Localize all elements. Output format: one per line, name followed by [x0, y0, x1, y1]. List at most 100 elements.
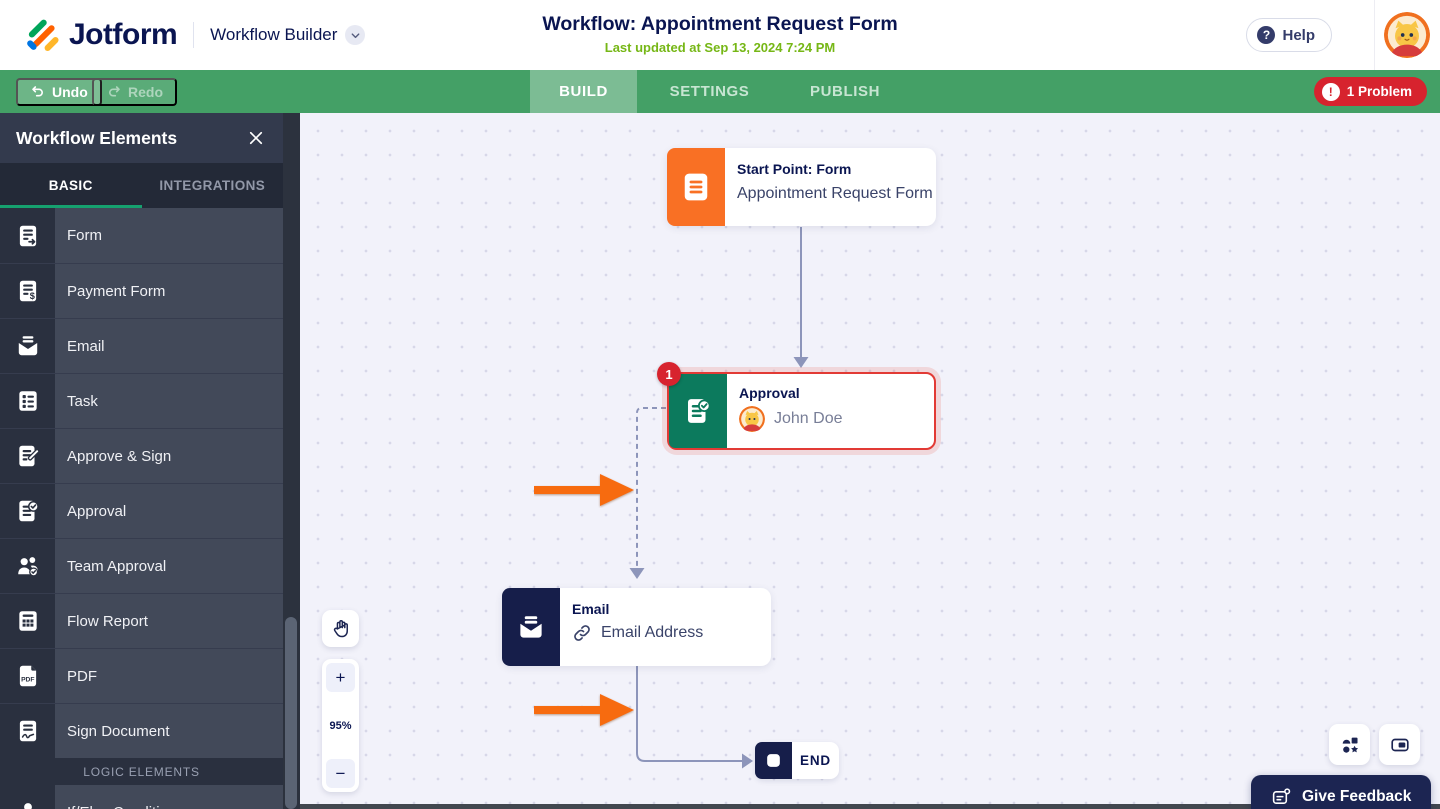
close-icon[interactable] [247, 129, 265, 147]
node-subtitle: Appointment Request Form [737, 185, 933, 202]
logic-elements-header: LOGIC ELEMENTS [0, 758, 283, 785]
page-title: Workflow: Appointment Request Form [542, 13, 898, 35]
product-switcher-label[interactable]: Workflow Builder [210, 25, 338, 44]
sidebar-item-sign-document[interactable]: Sign Document [0, 703, 283, 758]
sidebar-item-label: Email [67, 337, 105, 355]
sign-document-icon [0, 704, 55, 758]
sidebar-item-form[interactable]: Form [0, 208, 283, 263]
workflow-elements-panel: Workflow Elements BASIC INTEGRATIONS For… [0, 113, 300, 809]
sidebar-header: Workflow Elements [0, 113, 283, 163]
action-toolbar: Undo Redo BUILD SETTINGS PUBLISH ! 1 Pro… [0, 70, 1440, 113]
help-label: Help [1282, 26, 1315, 44]
sidebar-item-label: Approval [67, 502, 127, 520]
flow-connectors [629, 227, 809, 769]
undo-label: Undo [52, 84, 88, 100]
node-title: Email [572, 601, 610, 617]
logo-group[interactable]: Jotform Workflow Builder [24, 0, 366, 70]
zoom-out-button[interactable]: − [326, 759, 355, 788]
team-approval-icon [0, 539, 55, 593]
tab-settings[interactable]: SETTINGS [669, 83, 750, 100]
node-start-form[interactable]: Start Point: Form Appointment Request Fo… [667, 148, 936, 226]
sidebar-item-team-approval[interactable]: Team Approval [0, 538, 283, 593]
sidebar-item-label: If/Else Condition [67, 804, 176, 809]
form-node-icon [667, 148, 725, 226]
undo-button[interactable]: Undo [16, 78, 102, 106]
sidebar-item-label: Team Approval [67, 557, 167, 575]
sidebar-item-label: Approve & Sign [67, 447, 172, 465]
header-divider [1374, 0, 1375, 70]
logo-wordmark: Jotform [69, 18, 178, 51]
sidebar-item-flow-report[interactable]: Flow Report [0, 593, 283, 648]
header-divider [193, 22, 195, 48]
email-icon [0, 319, 55, 373]
node-email[interactable]: Email Email Address [502, 588, 771, 666]
chevron-down-icon[interactable] [345, 25, 366, 45]
tab-publish[interactable]: PUBLISH [809, 83, 881, 100]
app-header: Jotform Workflow Builder Workflow: Appoi… [0, 0, 1440, 70]
payment-form-icon: $ [0, 264, 55, 318]
sidebar-item-payment-form[interactable]: $ Payment Form [0, 263, 283, 318]
node-approval[interactable]: 1 Approval John Doe [657, 362, 936, 450]
sidebar-item-pdf[interactable]: PDF PDF [0, 648, 283, 703]
user-avatar[interactable] [1384, 12, 1430, 58]
question-mark-icon: ? [1257, 26, 1276, 44]
zoom-controls: + 95% − [322, 659, 359, 792]
workflow-canvas[interactable]: Start Point: Form Appointment Request Fo… [300, 113, 1440, 809]
linked-field: Email Address [601, 624, 704, 641]
sidebar-item-task[interactable]: Task [0, 373, 283, 428]
header-title-block: Workflow: Appointment Request Form Last … [542, 13, 897, 55]
sidebar-item-if-else-condition[interactable]: If/Else Condition [0, 785, 283, 809]
error-count-badge[interactable]: 1 [657, 362, 681, 386]
sidebar-scrollbar-track[interactable] [283, 113, 300, 809]
sidebar-item-label: PDF [67, 667, 97, 685]
svg-text:PDF: PDF [21, 676, 34, 683]
pdf-icon: PDF [0, 649, 55, 703]
approval-node-icon [669, 374, 727, 448]
minimap-toggle-button[interactable] [1379, 724, 1420, 765]
sidebar-item-label: Payment Form [67, 282, 166, 300]
sidebar-item-approval[interactable]: Approval [0, 483, 283, 538]
annotation-arrow-1 [534, 474, 634, 506]
approval-icon [0, 484, 55, 538]
sidebar-item-label: Flow Report [67, 612, 148, 630]
canvas-horizontal-scrollbar[interactable] [300, 804, 1440, 809]
feedback-label: Give Feedback [1302, 788, 1412, 805]
end-label: END [800, 753, 831, 768]
zoom-in-button[interactable]: + [326, 663, 355, 692]
sidebar-item-label: Form [67, 227, 102, 244]
sidebar-element-list: Form $ Payment Form Email [0, 208, 283, 758]
assignee-name: John Doe [774, 410, 843, 427]
sidebar-scrollbar-thumb[interactable] [285, 617, 297, 809]
sidebar-item-label: Sign Document [67, 722, 170, 740]
redo-icon [109, 86, 120, 97]
help-button[interactable]: ? Help [1246, 18, 1332, 52]
shapes-icon [1342, 737, 1358, 753]
sidebar-item-email[interactable]: Email [0, 318, 283, 373]
assignee-avatar [739, 406, 765, 432]
zoom-level: 95% [329, 719, 352, 732]
tab-basic[interactable]: BASIC [0, 163, 142, 208]
problem-badge[interactable]: ! 1 Problem [1313, 77, 1427, 106]
redo-label: Redo [128, 84, 163, 100]
elements-shortcut-button[interactable] [1329, 724, 1370, 765]
tab-build[interactable]: BUILD [530, 70, 637, 113]
form-icon [0, 208, 55, 263]
flow-report-icon [0, 594, 55, 648]
node-title: Start Point: Form [737, 161, 852, 177]
problem-label: 1 Problem [1346, 84, 1412, 99]
annotation-arrow-2 [534, 694, 634, 726]
tab-integrations[interactable]: INTEGRATIONS [159, 178, 266, 193]
redo-button[interactable]: Redo [92, 78, 177, 106]
node-title: Approval [739, 385, 800, 401]
task-icon [0, 374, 55, 428]
sidebar-tabs: BASIC INTEGRATIONS [0, 163, 283, 208]
minimap-icon [1390, 738, 1409, 751]
pan-tool-button[interactable] [322, 610, 359, 647]
email-node-icon [502, 588, 560, 666]
give-feedback-button[interactable]: Give Feedback [1251, 775, 1432, 809]
svg-text:$: $ [29, 291, 34, 301]
sidebar-item-approve-sign[interactable]: Approve & Sign [0, 428, 283, 483]
exclamation-icon: ! [1321, 82, 1340, 101]
node-end[interactable]: END [755, 742, 839, 779]
